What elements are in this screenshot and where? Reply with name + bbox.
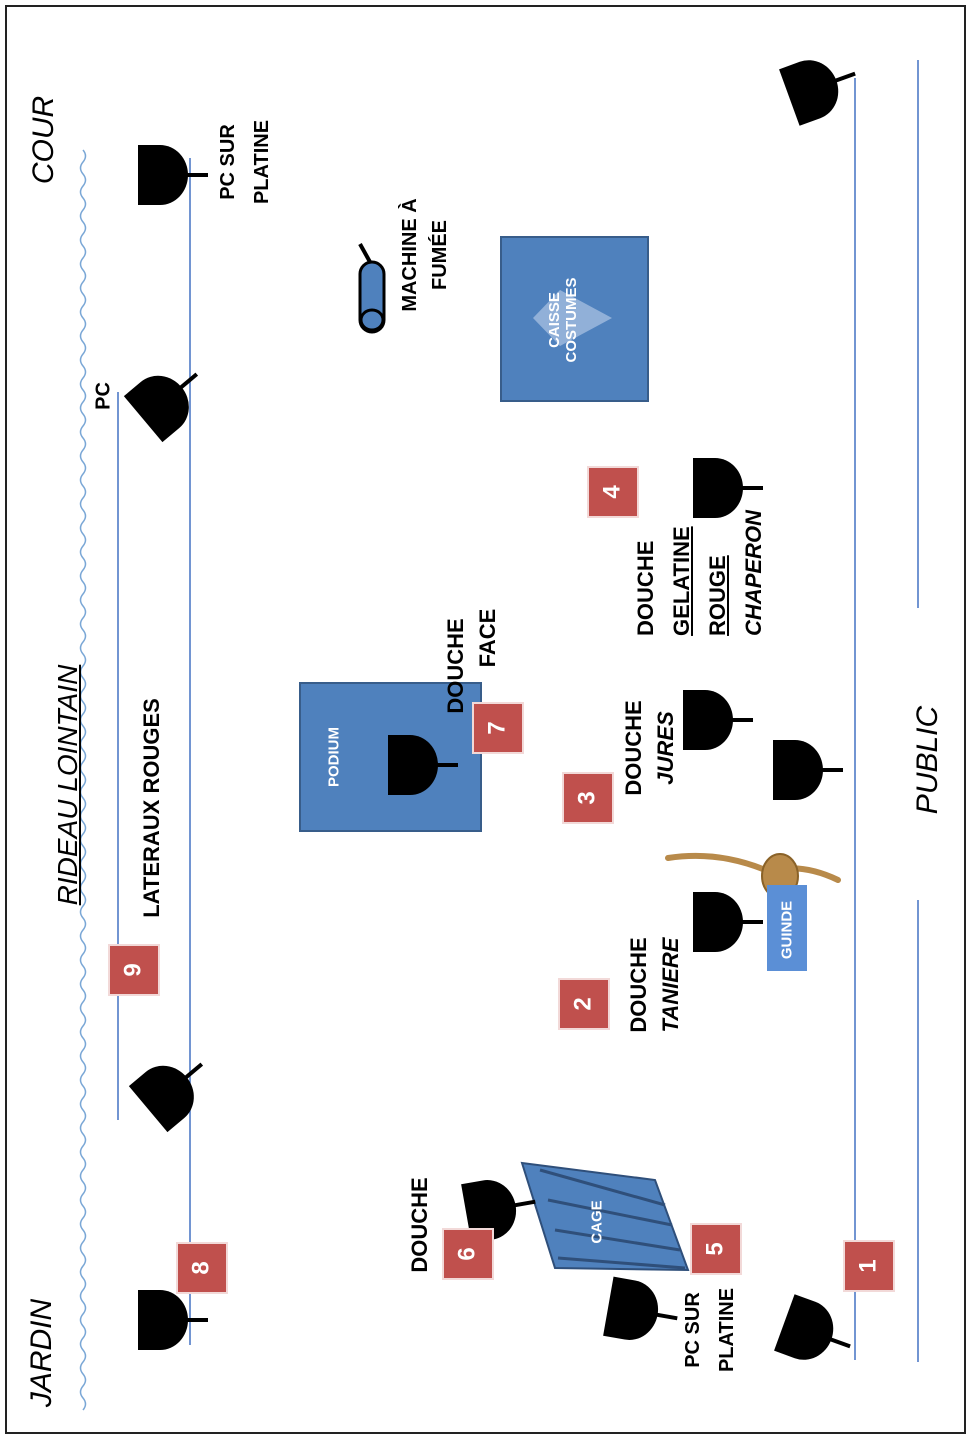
douche-jures-2: JURES [653,711,678,785]
badge-8: 8 [176,1242,228,1294]
douche-face-2: FACE [475,608,500,668]
pc-platine-cour-2: PLATINE [251,119,273,205]
pc-platine-jardin-2: PLATINE [716,1287,738,1373]
light-douche-6-icon [461,1180,536,1244]
light-pc-icon [123,372,199,443]
douche-chaperon-1: DOUCHE [633,540,658,636]
light-jures-icon [683,690,753,750]
badge-7: 7 [472,702,524,754]
badge-5: 5 [690,1223,742,1275]
label-cour: COUR [27,95,60,185]
douche-face-1: DOUCHE [443,618,468,714]
douche-taniere-2: TANIERE [658,937,683,1033]
label-lateraux-rouges: LATERAUX ROUGES [139,698,164,918]
curtain-wave [79,149,87,1411]
label-pc-platine-jardin: PC SUR PLATINE [676,1288,744,1372]
light-podium-icon [388,735,458,795]
label-public: PUBLIC [911,705,944,815]
machine-fumee-2: FUMÉE [429,220,451,290]
light-front-cour-icon [779,60,856,126]
label-douche-6: DOUCHE [407,1177,432,1273]
label-douche-taniere: DOUCHE TANIERE [623,937,687,1032]
label-machine-fumee: MACHINE À FUMÉE [395,198,455,311]
light-lateral-jardin-icon [128,1062,204,1133]
light-chaperon-icon [693,458,763,518]
light-back-jardin-icon [138,1290,208,1350]
badge-3: 3 [562,772,614,824]
badge-4: 4 [587,466,639,518]
label-douche-jures: DOUCHE JURES [618,700,682,795]
douche-chaperon-4: CHAPERON [741,510,766,636]
douche-jures-1: DOUCHE [621,700,646,796]
light-back-cour-icon [138,145,208,205]
guinde-box [767,885,807,971]
douche-chaperon-2: GELATINE [669,526,694,636]
light-taniere-icon [693,892,763,952]
badge-2: 2 [558,978,610,1030]
label-douche-chaperon: DOUCHE GELATINE ROUGE CHAPERON [628,510,772,636]
light-front-center-icon [773,740,843,800]
light-front-jardin-icon [774,1294,851,1360]
light-pc-platine-jardin-icon [603,1276,678,1340]
label-rideau-lointain: RIDEAU LOINTAIN [52,664,83,906]
badge-6: 6 [442,1228,494,1280]
badge-1: 1 [843,1240,895,1292]
douche-chaperon-3: ROUGE [705,555,730,636]
pc-platine-jardin-1: PC SUR [682,1292,704,1368]
label-pc-platine-cour: PC SUR PLATINE [211,120,279,204]
douche-taniere-1: DOUCHE [626,937,651,1033]
label-jardin: JARDIN [25,1298,58,1408]
label-douche-face: DOUCHE FACE [440,609,504,724]
pc-platine-cour-1: PC SUR [217,124,239,200]
label-pc: PC [92,382,115,410]
badge-9: 9 [108,944,160,996]
plan-frame [5,5,966,1434]
machine-fumee-1: MACHINE À [399,198,421,312]
